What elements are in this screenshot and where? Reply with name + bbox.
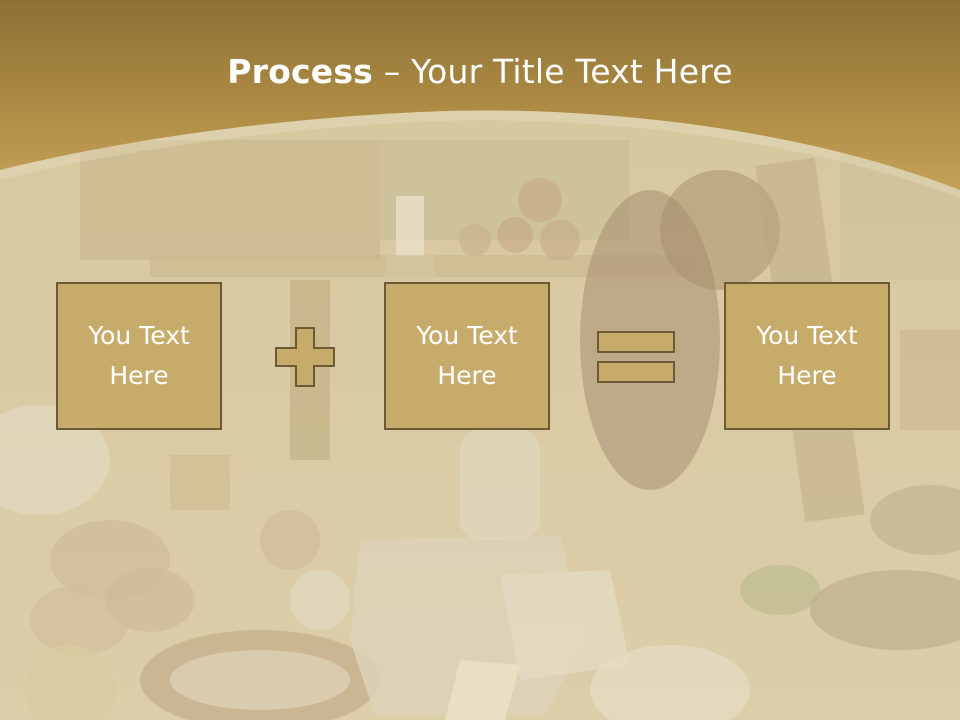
slide-title: Process – Your Title Text Here [0,52,960,91]
title-bold-word: Process [227,52,374,91]
process-box-2[interactable]: You Text Here [384,282,550,430]
title-rest: – Your Title Text Here [373,52,733,91]
process-box-2-text: You Text Here [416,321,518,390]
process-box-3[interactable]: You Text Here [724,282,890,430]
equals-icon [597,331,675,383]
process-box-1[interactable]: You Text Here [56,282,222,430]
process-box-3-text: You Text Here [756,321,858,390]
process-box-1-text: You Text Here [88,321,190,390]
plus-icon [275,327,335,387]
